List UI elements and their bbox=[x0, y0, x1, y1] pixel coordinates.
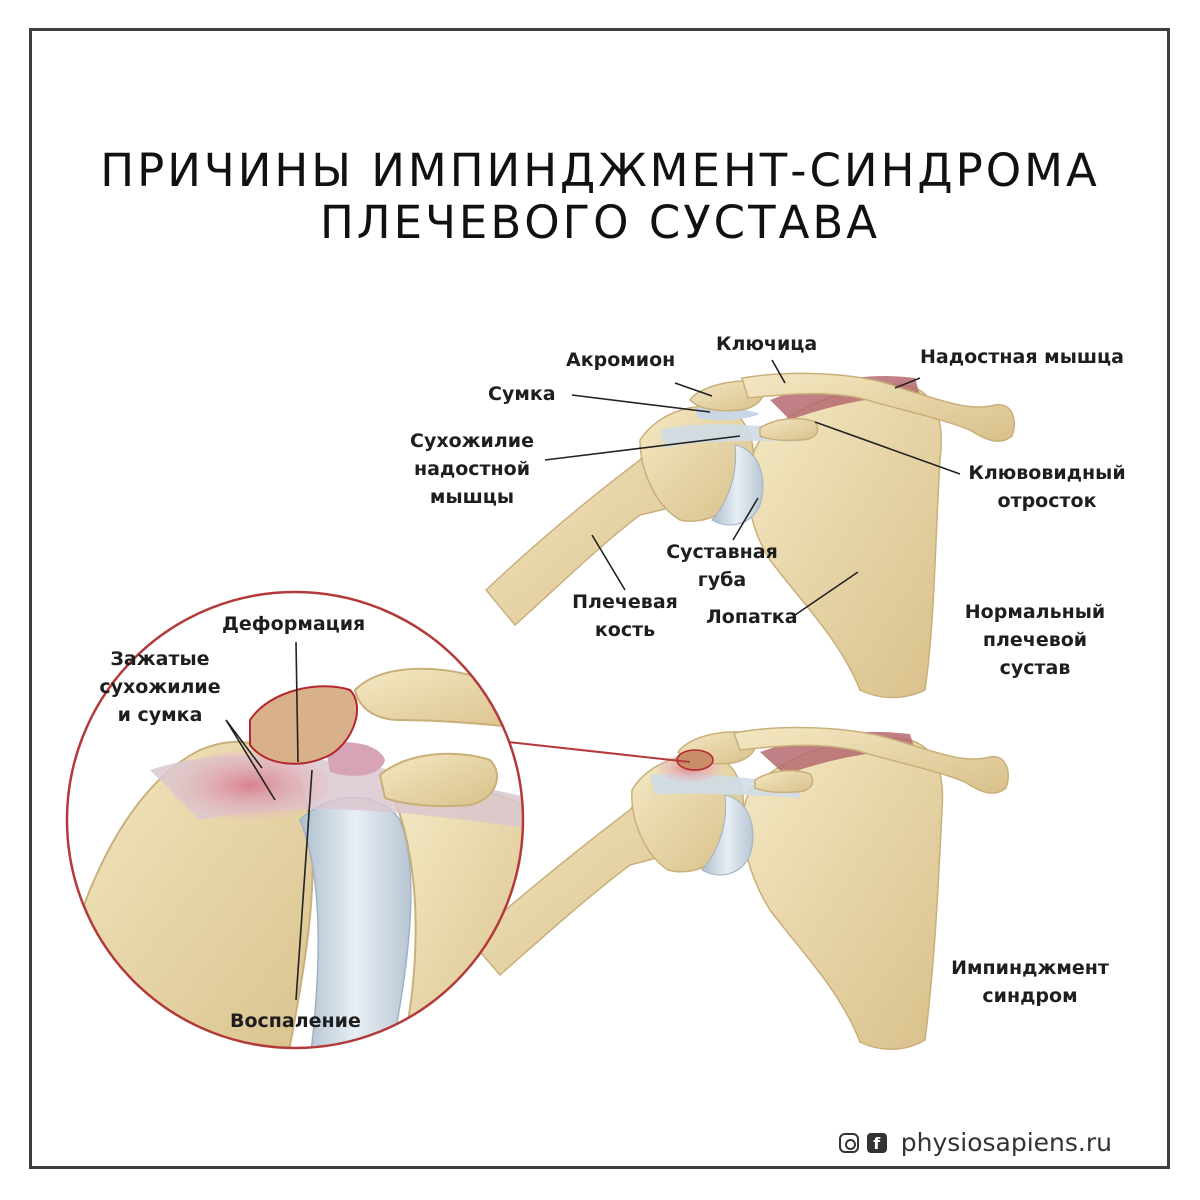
label-bursa: Сумка bbox=[488, 383, 556, 405]
label-humerus: Плечевая кость bbox=[570, 588, 680, 644]
acromion-zoom bbox=[249, 685, 359, 765]
label-scapula: Лопатка bbox=[706, 606, 798, 628]
leader-lines bbox=[225, 359, 961, 1001]
inflamed-tendon-zoom bbox=[170, 750, 330, 820]
facebook-icon[interactable]: f bbox=[866, 1132, 887, 1153]
image-frame bbox=[29, 28, 1170, 1169]
label-tendon-line-1: Сухожилие bbox=[410, 430, 534, 452]
label-supraspinatus-muscle: Надостная мышца bbox=[920, 346, 1124, 368]
label-acromion: Акромион bbox=[566, 349, 676, 371]
normal-shoulder bbox=[484, 372, 1016, 699]
coracoid-impingement bbox=[754, 769, 814, 794]
label-humerus-line-1: Плечевая bbox=[572, 591, 678, 613]
coracoid-zoom bbox=[378, 752, 499, 808]
labrum-normal bbox=[711, 444, 764, 526]
label-pinched-line-3: и сумка bbox=[117, 704, 203, 726]
site-link[interactable]: physiosapiens.ru bbox=[900, 1128, 1112, 1157]
label-deformation: Деформация bbox=[222, 613, 366, 635]
caption-impingement-line-1: Импинджмент bbox=[951, 957, 1109, 979]
coracoid-normal bbox=[759, 417, 819, 442]
caption-normal-line-3: сустав bbox=[999, 657, 1071, 679]
label-tendon-line-2: надостной bbox=[413, 458, 531, 480]
label-labrum: Суставная губа bbox=[664, 538, 780, 594]
label-labrum-line-2: губа bbox=[697, 569, 747, 591]
impingement-shoulder bbox=[468, 726, 1010, 1050]
label-labrum-line-1: Суставная bbox=[666, 541, 778, 563]
caption-normal-joint: Нормальный плечевой сустав bbox=[960, 598, 1110, 682]
labrum-impingement bbox=[701, 794, 754, 876]
caption-normal-line-1: Нормальный bbox=[964, 601, 1106, 623]
label-supraspinatus-tendon: Сухожилие надостной мышцы bbox=[408, 427, 536, 511]
caption-impingement: Импинджмент синдром bbox=[944, 954, 1116, 1010]
clavicle-normal bbox=[741, 372, 1016, 442]
label-tendon-line-3: мышцы bbox=[429, 486, 515, 508]
footer-credit: f physiosapiens.ru bbox=[838, 1128, 1112, 1157]
label-coracoid-line-1: Клювовидный bbox=[968, 462, 1126, 484]
deformation-spur-impingement bbox=[676, 749, 714, 771]
label-pinched-tendon-bursa: Зажатые сухожилие и сумка bbox=[94, 645, 226, 729]
clavicle-impingement bbox=[733, 726, 1010, 794]
bursa-zoom bbox=[325, 742, 385, 776]
instagram-icon[interactable] bbox=[838, 1132, 859, 1153]
label-clavicle: Ключица bbox=[716, 333, 818, 355]
caption-impingement-line-2: синдром bbox=[982, 985, 1078, 1007]
page-title-line-2: ПЛЕЧЕВОГО СУСТАВА bbox=[319, 196, 881, 249]
zoom-detail bbox=[65, 590, 691, 1050]
label-coracoid-process: Клювовидный отросток bbox=[966, 459, 1128, 515]
label-pinched-line-1: Зажатые bbox=[110, 648, 210, 670]
label-pinched-line-2: сухожилие bbox=[99, 676, 221, 698]
label-coracoid-line-2: отросток bbox=[997, 490, 1097, 512]
label-inflammation: Воспаление bbox=[230, 1010, 361, 1032]
page-title-line-1: ПРИЧИНЫ ИМПИНДЖМЕНТ-СИНДРОМА bbox=[100, 144, 1100, 197]
caption-normal-line-2: плечевой bbox=[982, 629, 1088, 651]
label-humerus-line-2: кость bbox=[594, 619, 656, 641]
